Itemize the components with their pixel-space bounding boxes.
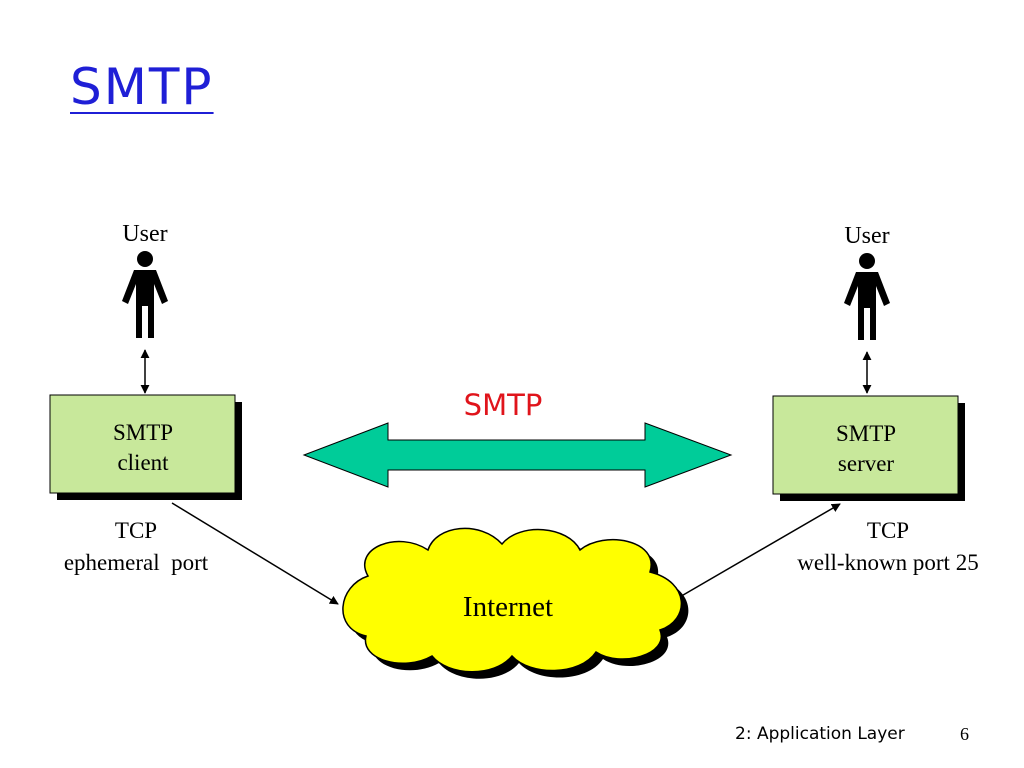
client-port-line1: TCP (115, 518, 157, 543)
server-user-label: User (844, 223, 889, 249)
internet-to-server-arrow (677, 503, 841, 599)
client-user-icon (122, 251, 168, 338)
internet-cloud: Internet (342, 527, 689, 679)
client-port-line2: ephemeral port (64, 550, 209, 575)
smtp-server-line1: SMTP (836, 421, 896, 446)
smtp-server-box: SMTP server (772, 395, 965, 501)
smtp-double-arrow (302, 422, 733, 488)
smtp-server-line2: server (838, 451, 895, 476)
smtp-client-line1: SMTP (113, 420, 173, 445)
smtp-client-line2: client (117, 450, 169, 475)
footer-label: 2: Application Layer (735, 724, 905, 744)
slide-number: 6 (960, 724, 969, 744)
smtp-client-box: SMTP client (49, 394, 242, 500)
client-user-label: User (122, 221, 167, 247)
client-to-internet-arrow (171, 502, 339, 605)
server-port-line1: TCP (867, 518, 909, 543)
internet-label: Internet (463, 591, 553, 623)
server-user-icon (844, 253, 890, 340)
smtp-protocol-label: SMTP (464, 388, 543, 422)
slide-title: SMTP (70, 58, 214, 116)
server-port-line2: well-known port 25 (797, 550, 978, 575)
